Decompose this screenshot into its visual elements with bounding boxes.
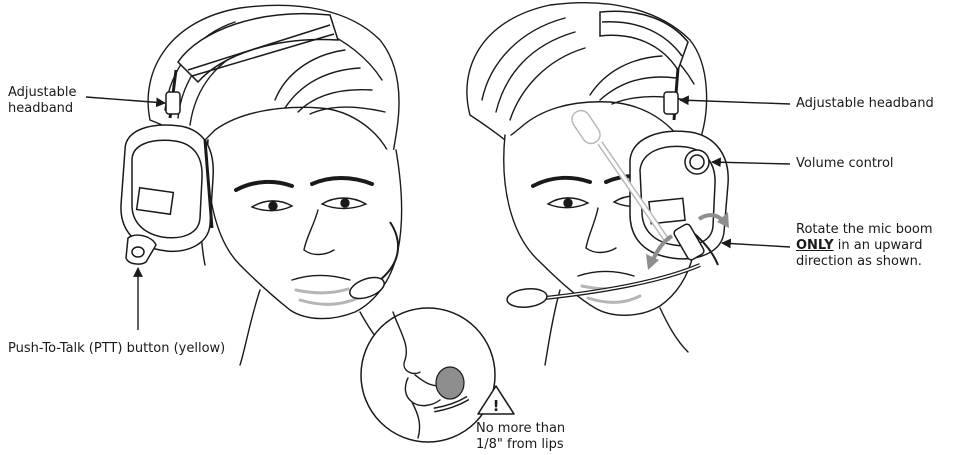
label-rotate-mic-boom: Rotate the mic boom ONLY in an upward di…: [796, 222, 933, 270]
lip-distance-inset: [361, 308, 495, 442]
inset-mic-foam: [436, 367, 464, 399]
warning-symbol: !: [493, 397, 500, 415]
rotate-line-3: direction as shown.: [796, 254, 933, 270]
label-lip-distance: No more than 1/8" from lips: [476, 421, 565, 453]
label-left-headband: Adjustable headband: [8, 85, 76, 117]
leader-rotate: [722, 243, 790, 247]
rotate-emphasis: ONLY: [796, 238, 834, 253]
right-mic-capsule: [506, 287, 548, 309]
label-ptt-button: Push-To-Talk (PTT) button (yellow): [8, 341, 225, 357]
rotate-line-2: ONLY in an upward: [796, 238, 933, 254]
rotate-line-2-rest: in an upward: [834, 238, 923, 253]
volume-knob: [685, 150, 709, 174]
rotate-line-1: Rotate the mic boom: [796, 222, 933, 238]
label-right-headband: Adjustable headband: [796, 96, 934, 112]
ptt-button: [126, 235, 156, 264]
label-volume-control: Volume control: [796, 156, 894, 172]
